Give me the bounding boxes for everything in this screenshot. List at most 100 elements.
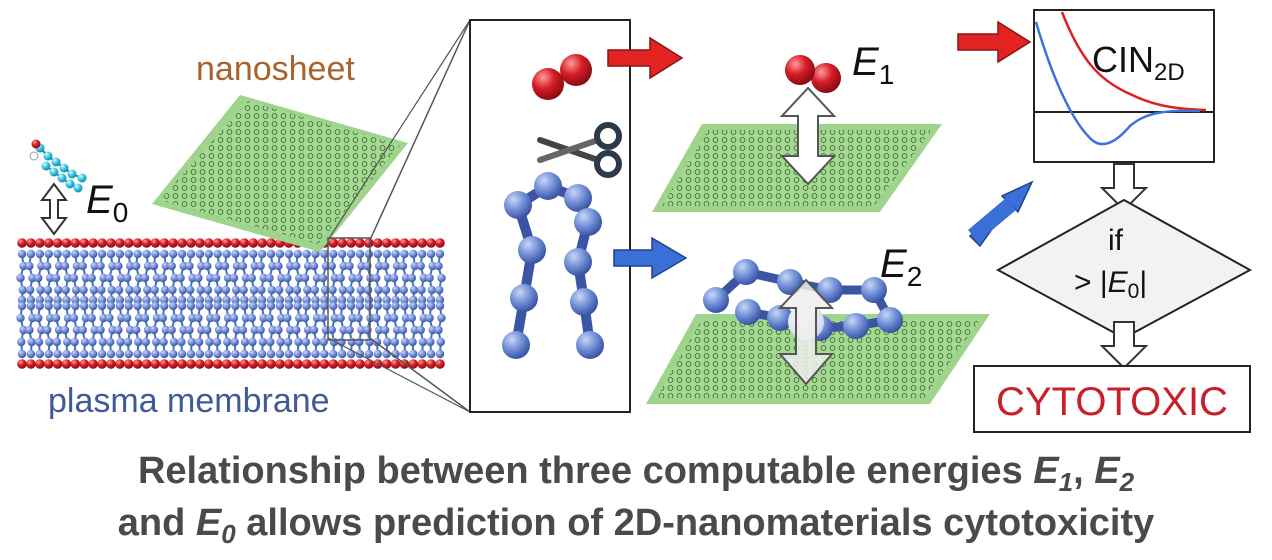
lipid-bead	[274, 285, 284, 295]
lipid-bead	[418, 249, 427, 259]
lipid-bead	[303, 325, 313, 335]
caption-line-1: Relationship between three computable en…	[0, 452, 1272, 495]
lipid-bead	[238, 261, 248, 271]
lipid-bead	[364, 295, 374, 305]
lipid-bead	[142, 249, 151, 259]
lipid-head	[310, 359, 321, 369]
caption-e2-sub: 2	[1119, 467, 1135, 497]
lipid-bead	[45, 313, 55, 323]
lipid-head	[195, 359, 205, 369]
molecule-atom	[67, 169, 77, 179]
lipid-bead	[17, 295, 27, 305]
red-molecule-graphic	[532, 54, 592, 100]
lipid-bead	[257, 295, 267, 305]
lipid-head	[186, 238, 196, 248]
lipid-bead	[392, 261, 402, 271]
cin-main-text: CIN	[1092, 39, 1154, 80]
lipid-bead	[169, 337, 179, 347]
lipid-bead	[419, 273, 428, 283]
lipid-bead	[240, 337, 250, 347]
lipid-bead	[409, 301, 418, 311]
lipid-head	[115, 359, 125, 369]
lipid-bead	[204, 349, 213, 359]
lipid-bead	[161, 325, 170, 335]
lipid-bead	[99, 313, 108, 323]
lipid-bead	[88, 301, 98, 311]
lipid-bead	[284, 349, 294, 359]
lipid-head	[43, 238, 54, 248]
cin2d-blue-curve	[1034, 21, 1201, 146]
lipid-bead	[257, 249, 267, 259]
lipid-bead	[61, 285, 70, 295]
lipid-bead	[36, 285, 45, 295]
lipid-bead	[80, 249, 89, 259]
lipid-head	[328, 238, 339, 248]
lipid-bead	[347, 337, 357, 347]
lipid-bead	[241, 273, 251, 283]
lipid-bead	[311, 349, 320, 359]
lipid-bead	[54, 285, 63, 295]
lipid-bead	[108, 325, 117, 335]
lipid-bead	[160, 249, 169, 259]
lipid-bead	[186, 349, 196, 359]
lipid-bead	[151, 249, 160, 259]
lipid-bead	[53, 249, 62, 259]
lipid-bead	[283, 273, 292, 283]
lipid-bead	[435, 301, 445, 311]
lipid-bead	[34, 337, 44, 347]
lipid-head	[257, 359, 267, 369]
red-molecule-e1-graphic	[785, 55, 841, 93]
chain-bead	[843, 313, 869, 339]
lipid-bead	[320, 301, 329, 311]
lipid-bead	[108, 261, 117, 271]
lipid-head	[150, 238, 161, 248]
lipid-bead	[54, 261, 64, 271]
lipid-bead	[392, 325, 402, 335]
lipid-bead	[34, 313, 43, 323]
lipid-bead	[259, 313, 268, 323]
cond-prefix: > |	[1074, 266, 1108, 299]
lipid-bead	[337, 249, 347, 259]
lipid-bead	[407, 273, 417, 283]
chain-bead	[861, 277, 887, 303]
molecule-atom	[57, 173, 67, 183]
lipid-bead	[256, 261, 265, 271]
lipid-bead	[96, 261, 105, 271]
lipid-bead	[78, 261, 87, 271]
lipid-bead	[337, 301, 347, 311]
lipid-bead	[206, 313, 215, 323]
caption-e2: E2	[1094, 450, 1134, 495]
lipid-head	[141, 238, 152, 248]
lipid-bead	[382, 295, 391, 305]
lipid-bead	[115, 249, 125, 259]
lipid-bead	[241, 313, 251, 323]
lipid-bead	[389, 273, 399, 283]
down-arrow-2-icon	[1099, 321, 1149, 370]
lipid-bead	[355, 301, 365, 311]
lipid-bead	[142, 349, 151, 359]
lipid-bead	[435, 285, 444, 295]
lipid-bead	[62, 249, 71, 259]
lipid-bead	[249, 295, 258, 305]
lipid-bead	[284, 295, 294, 305]
lipid-bead	[436, 337, 445, 347]
lipid-bead	[80, 337, 90, 347]
lipid-bead	[229, 313, 239, 323]
lipid-bead	[295, 273, 304, 283]
lipid-bead	[426, 295, 436, 305]
lipid-bead	[268, 261, 277, 271]
cin-subscript: 2D	[1154, 59, 1185, 86]
caption-e0-letter: E	[195, 502, 222, 544]
cytotoxic-label: CYTOTOXIC	[996, 380, 1228, 424]
lipid-bead	[143, 325, 153, 335]
lipid-bead	[410, 325, 420, 335]
lipid-bead	[160, 349, 169, 359]
lipid-head	[61, 359, 72, 369]
lipid-bead	[170, 313, 179, 323]
lipid-bead	[97, 285, 106, 295]
lipid-head	[230, 359, 241, 369]
lipid-bead	[196, 285, 205, 295]
lipid-head	[390, 238, 401, 248]
lipid-head	[203, 359, 214, 369]
lipid-bead	[375, 261, 384, 271]
